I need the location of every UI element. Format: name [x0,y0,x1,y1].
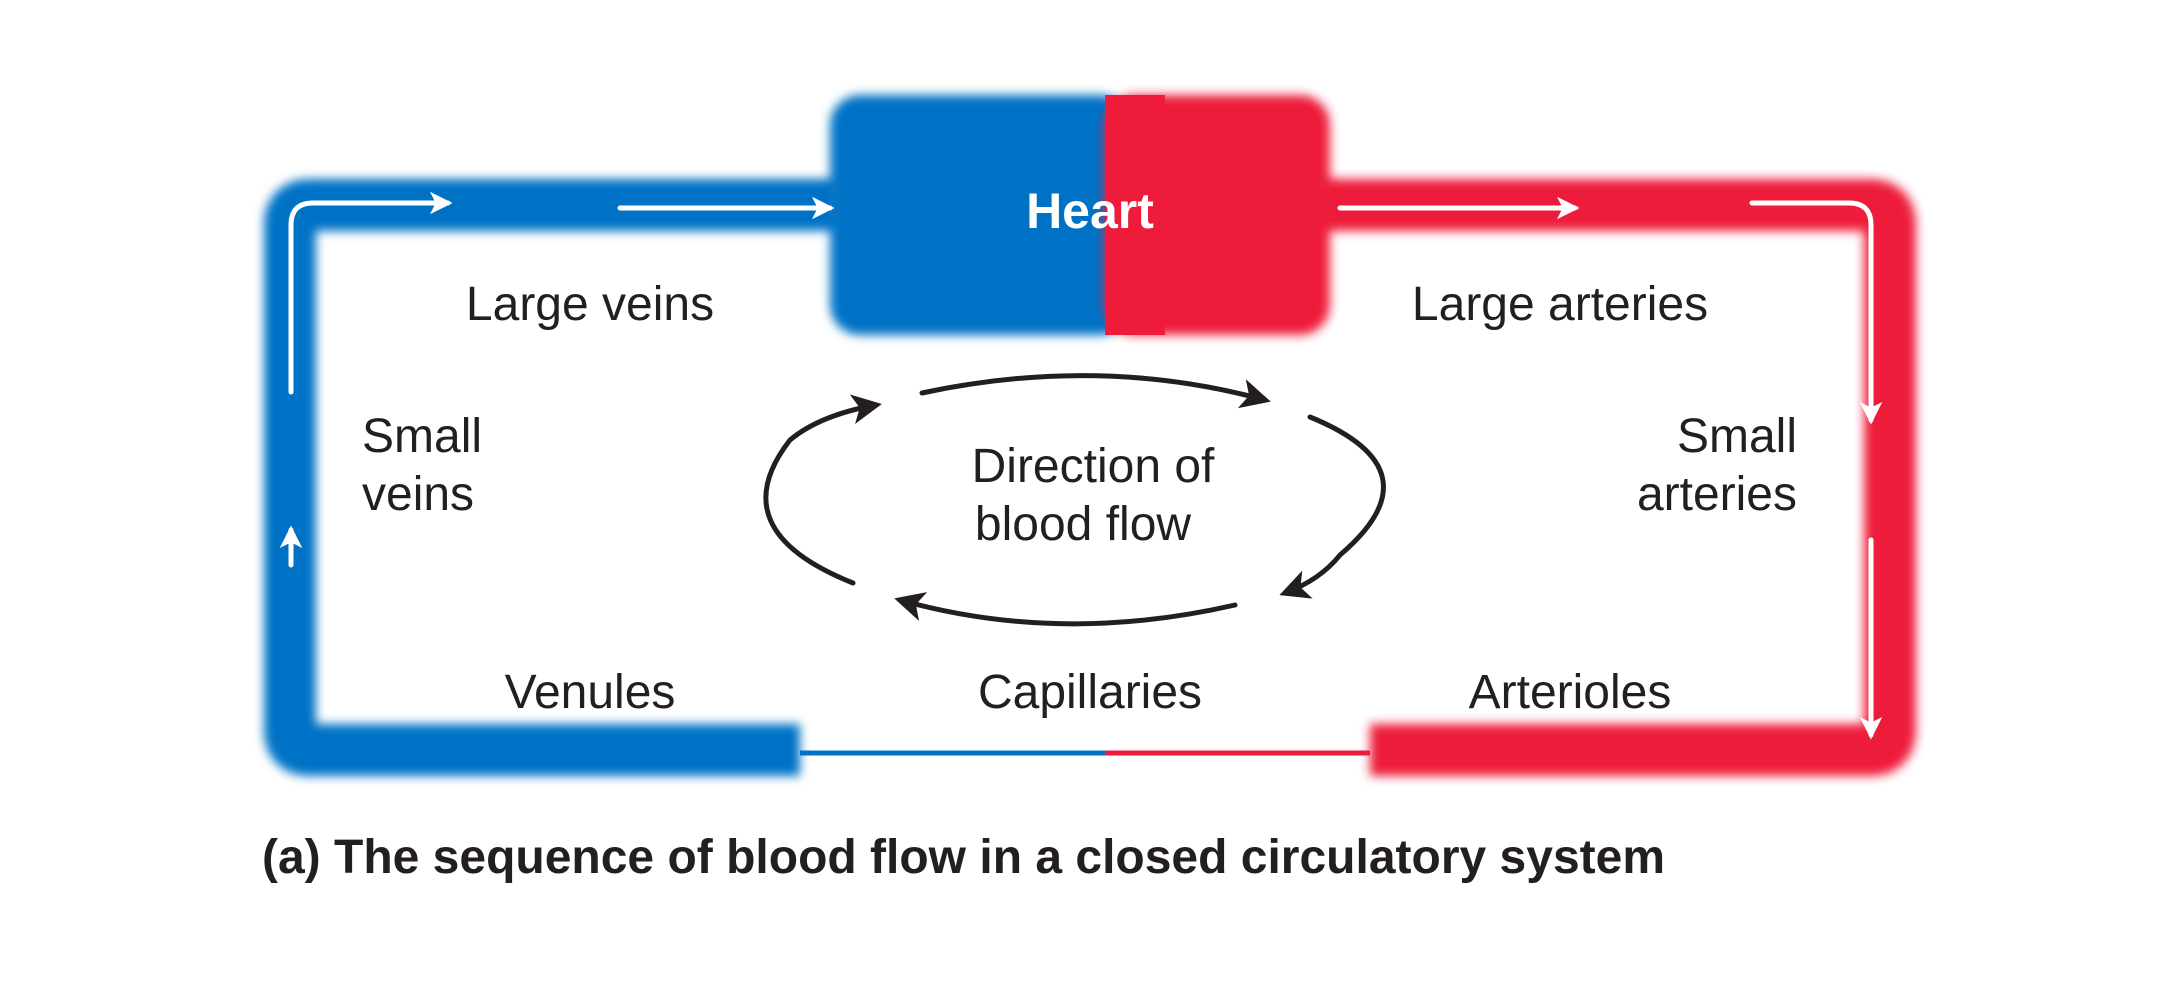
label-arterioles: Arterioles [1469,666,1672,719]
figure-caption: (a) The sequence of blood flow in a clos… [262,831,1665,884]
label-large-arteries: Large arteries [1412,278,1708,331]
heart-label: Heart [1026,183,1154,239]
label-small-veins-line1: Small [362,410,482,463]
cycle-arrow-top [919,373,1271,409]
artery-tube [1270,179,1916,776]
label-venules: Venules [505,666,676,719]
cycle-arrow-bottom [894,592,1238,627]
label-small-arteries-line1: Small [1677,410,1797,463]
arterial-vessel [1105,179,1916,776]
flow-arrows [279,191,1883,740]
flow-arrow-artery-corner [1749,200,1883,425]
flow-arrow-vein-corner [288,191,453,395]
center-label-line2: blood flow [975,498,1191,551]
label-large-veins: Large veins [466,278,714,331]
cycle-arrow-right [1279,414,1386,599]
label-small-veins-line2: veins [362,468,474,521]
cycle-arrow-left [763,394,882,586]
label-capillaries: Capillaries [978,666,1202,719]
heart-block: Heart [830,95,1330,335]
label-small-arteries-line2: arteries [1637,468,1797,521]
direction-cycle: Direction of blood flow [763,373,1386,627]
center-label-line1: Direction of [972,440,1215,493]
